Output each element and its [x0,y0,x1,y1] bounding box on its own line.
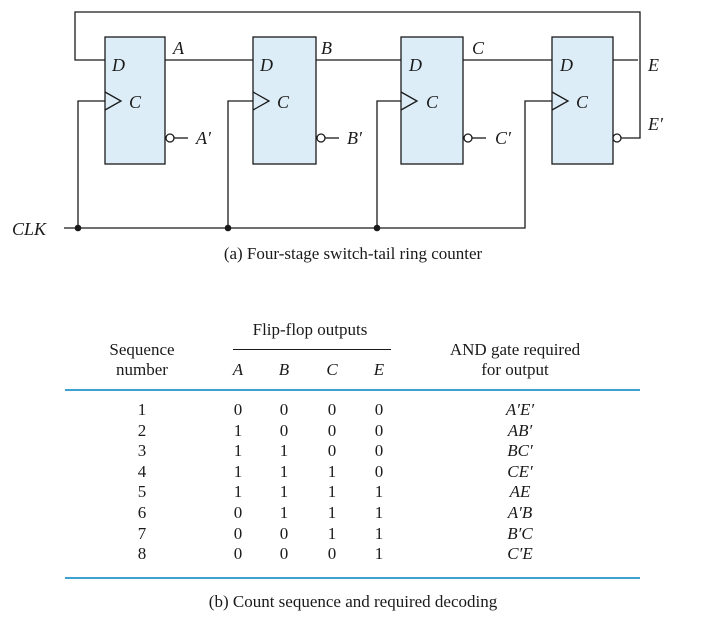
output-b-cell: 1 [279,503,289,522]
qbar-output-label: B′ [347,128,363,148]
sequence-number-cell: 1 [137,400,147,419]
output-e-cell: 1 [374,503,384,522]
output-e-cell: 1 [374,482,384,502]
output-b-cell: 1 [279,482,289,502]
output-e-cell: 1 [374,523,384,543]
and-gate-cell: AB′ [507,420,533,440]
table-top-rule [65,389,640,391]
d-input-label: D [408,55,422,75]
qbar-output-label: A′ [195,128,212,148]
clock-label: CLK [12,219,47,239]
and-gate-cell: C′E [507,544,533,564]
ring-counter-diagram: D C A A′ D C B B′ D C C C′ D C E E′ [12,11,664,239]
output-b-cell: 0 [279,400,289,419]
clock-branch-2 [227,100,253,228]
output-a-cell: 1 [233,441,243,461]
junction-dot [373,224,381,232]
output-a-cell: 1 [233,461,243,481]
and-gate-cell: CE′ [507,461,533,481]
d-input-label: D [259,55,273,75]
output-a-cell: 1 [233,482,243,502]
junction-dot [74,224,82,232]
sequence-number-cell: 3 [137,441,147,461]
sequence-number-cell: 2 [137,420,147,440]
clock-branch-3 [376,100,401,228]
clock-input-label: C [129,92,142,112]
q-output-label: E [647,55,659,75]
flip-flop-3: D C C C′ [400,36,512,165]
sequence-number-cell: 4 [137,461,147,481]
and-gate-cell: A′E′ [505,400,535,419]
output-c-cell: 0 [327,420,337,440]
flip-flop-outputs-header: Flip-flop outputs [252,320,368,339]
output-c-cell: 1 [327,482,337,502]
table-bottom-rule [65,577,640,579]
output-c-cell: 0 [327,544,337,564]
output-e-cell: 0 [374,420,384,440]
column-header-b: B [278,360,290,379]
output-b-cell: 0 [279,523,289,543]
junction-dot [224,224,232,232]
clock-input-label: C [576,92,589,112]
sequence-number-cell: 6 [137,503,147,522]
d-input-label: D [559,55,573,75]
output-a-cell: 0 [233,544,243,564]
output-e-cell: 0 [374,441,384,461]
clock-branch-1 [77,100,105,228]
output-a-cell: 1 [233,420,243,440]
output-a-cell: 0 [233,503,243,522]
output-a-cell: 0 [233,523,243,543]
output-e-cell: 0 [374,400,384,419]
and-gate-cell: B′C [507,523,533,543]
output-c-cell: 0 [327,400,337,419]
flip-flop-2: D C B B′ [252,36,363,165]
header-underline [233,349,391,350]
feedback-wire [74,11,641,139]
q-output-label: C [472,38,485,58]
sequence-number-cell: 5 [137,482,147,502]
output-e-cell: 1 [374,544,384,564]
qbar-output-label: C′ [495,128,512,148]
qbar-output-label: E′ [647,114,664,134]
q-output-label: B [321,38,332,58]
and-gate-cell: AE [509,482,531,502]
clock-input-label: C [426,92,439,112]
and-gate-header: AND gate required for output [449,340,581,379]
output-b-cell: 0 [279,544,289,564]
output-a-cell: 0 [233,400,243,419]
sequence-number-header: Sequence number [109,340,175,379]
output-b-cell: 1 [279,441,289,461]
caption-circuit: (a) Four-stage switch-tail ring counter [223,244,483,263]
output-c-cell: 1 [327,523,337,543]
output-b-cell: 0 [279,420,289,440]
output-c-cell: 1 [327,503,337,522]
column-header-a: A [232,360,244,379]
caption-table: (b) Count sequence and required decoding [208,592,498,611]
and-gate-cell: BC′ [507,441,533,461]
d-input-label: D [111,55,125,75]
flip-flop-4: D C E E′ [551,36,664,165]
output-e-cell: 0 [374,461,384,481]
clock-bus [64,100,552,229]
flip-flop-1: D C A A′ [104,36,212,165]
q-output-label: A [172,38,185,58]
sequence-number-cell: 8 [137,544,147,564]
and-gate-cell: A′B [507,503,533,522]
output-c-cell: 1 [327,461,337,481]
column-header-e: E [373,360,385,379]
output-b-cell: 1 [279,461,289,481]
column-header-c: C [326,360,338,379]
clock-input-label: C [277,92,290,112]
sequence-number-cell: 7 [137,523,147,543]
output-c-cell: 0 [327,441,337,461]
